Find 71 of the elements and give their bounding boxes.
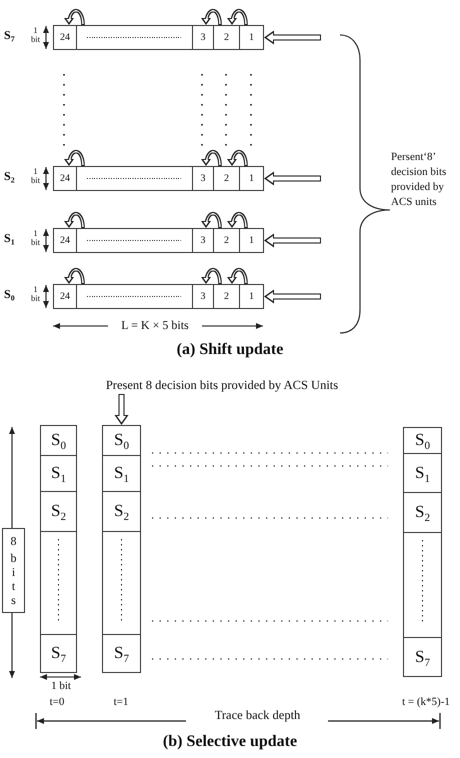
register-cell: 3 bbox=[192, 284, 214, 309]
curved-arrow bbox=[227, 150, 248, 166]
dimension-label: L = K × 5 bits bbox=[120, 319, 190, 333]
dimension-label: 1 bit bbox=[50, 680, 72, 693]
register-cell: 24 bbox=[53, 166, 77, 191]
hollow-arrow bbox=[264, 172, 321, 186]
figure-caption: (a) Shift update bbox=[176, 341, 284, 360]
register-cell: 2 bbox=[213, 166, 240, 191]
curved-arrow bbox=[201, 268, 222, 284]
hollow-arrow bbox=[114, 394, 128, 425]
register-label: S$_{7}$ bbox=[4, 29, 16, 43]
bit-width-label: 1 bit bbox=[30, 167, 41, 185]
annotation-text: Present 8 decision bits provided by ACS Units bbox=[80, 377, 364, 394]
register-cell: 24 bbox=[53, 284, 77, 309]
register-cell: 2 bbox=[213, 25, 240, 50]
memory-cell bbox=[403, 532, 442, 638]
curved-arrow bbox=[64, 212, 85, 228]
curved-arrow bbox=[64, 268, 85, 284]
bit-width-label: 1 bit bbox=[30, 285, 41, 303]
memory-cell: S$_{7}$ bbox=[403, 637, 442, 677]
memory-cell: S$_{7}$ bbox=[40, 634, 77, 673]
memory-cell: S$_{0}$ bbox=[403, 427, 442, 454]
time-label: t=0 bbox=[48, 696, 66, 709]
register-label: S$_{0}$ bbox=[4, 288, 16, 302]
register-cell: 24 bbox=[53, 25, 77, 50]
time-label: t=1 bbox=[112, 696, 130, 709]
note-text: Persent‘8’ decision bits provided by ACS units bbox=[391, 150, 448, 210]
memory-cell: S$_{1}$ bbox=[40, 455, 77, 492]
register-cell: 3 bbox=[192, 166, 214, 191]
register-cell bbox=[76, 228, 193, 253]
memory-cell bbox=[102, 531, 141, 635]
memory-cell: S$_{7}$ bbox=[102, 634, 141, 673]
register-cell bbox=[76, 25, 193, 50]
register-cell bbox=[76, 284, 193, 309]
memory-cell: S$_{2}$ bbox=[403, 492, 442, 533]
curved-arrow bbox=[227, 268, 248, 284]
curved-arrow bbox=[201, 150, 222, 166]
memory-cell: S$_{2}$ bbox=[102, 491, 141, 532]
figure-caption: (b) Selective update bbox=[162, 733, 298, 752]
curved-arrow bbox=[227, 212, 248, 228]
memory-cell: S$_{0}$ bbox=[40, 425, 77, 456]
memory-cell: S$_{2}$ bbox=[40, 491, 77, 532]
memory-cell: S$_{1}$ bbox=[102, 455, 141, 492]
register-cell: 1 bbox=[239, 228, 264, 253]
time-label: t = (k*5)-1 bbox=[401, 696, 451, 709]
bit-width-label: 1 bit bbox=[30, 26, 41, 44]
register-cell bbox=[76, 166, 193, 191]
register-cell: 2 bbox=[213, 228, 240, 253]
register-label: S$_{1}$ bbox=[4, 232, 16, 246]
hollow-arrow bbox=[264, 290, 321, 304]
register-cell: 3 bbox=[192, 228, 214, 253]
register-cell: 1 bbox=[239, 166, 264, 191]
curved-arrow bbox=[201, 9, 222, 26]
dimension-label: Trace back depth bbox=[214, 708, 302, 722]
curved-arrow bbox=[227, 9, 248, 26]
register-cell: 3 bbox=[192, 25, 214, 50]
register-cell: 1 bbox=[239, 284, 264, 309]
curved-arrow bbox=[64, 150, 85, 166]
hollow-arrow bbox=[264, 30, 321, 44]
memory-cell: S$_{1}$ bbox=[403, 453, 442, 493]
register-cell: 2 bbox=[213, 284, 240, 309]
bit-width-box: 8 bits bbox=[2, 528, 25, 613]
register-cell: 24 bbox=[53, 228, 77, 253]
memory-cell bbox=[40, 531, 77, 635]
register-label: S$_{2}$ bbox=[4, 170, 16, 184]
memory-cell: S$_{0}$ bbox=[102, 425, 141, 456]
curved-arrow bbox=[201, 212, 222, 228]
bit-width-label: 1 bit bbox=[30, 229, 41, 247]
curved-arrow bbox=[64, 9, 85, 26]
register-cell: 1 bbox=[239, 25, 264, 50]
hollow-arrow bbox=[264, 234, 321, 248]
